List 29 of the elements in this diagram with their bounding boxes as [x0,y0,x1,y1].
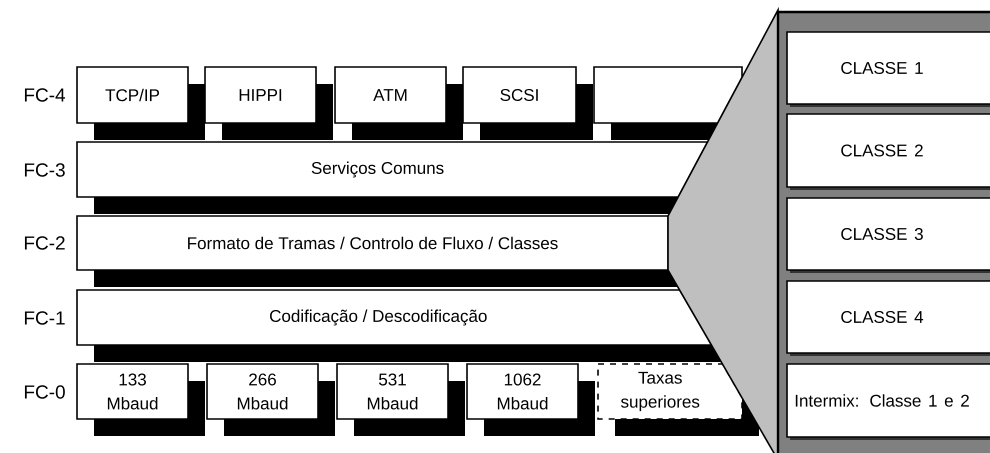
class-box: CLASSE 3 [786,197,990,273]
node-label: 133 Mbaud [108,373,158,410]
rate-box: 133 Mbaud [76,363,205,436]
layer-label: FC-4 [24,88,66,102]
protocol-box [593,66,743,140]
class-box: Intermix: Classe 1 e 2 [786,363,990,440]
node-label: 531 Mbaud [368,373,418,410]
node-label: 266 Mbaud [238,373,288,410]
rate-box: 1062 Mbaud [466,363,595,436]
node-label: ATM [373,89,406,101]
node-label: 1062 Mbaud [498,373,548,410]
rate-box: 531 Mbaud [336,363,465,436]
class-box: CLASSE 2 [786,113,990,190]
class-box: CLASSE 4 [786,280,990,356]
protocol-box: ATM [334,66,463,140]
layer-label: FC-2 [24,236,65,250]
layer-label: FC-3 [24,163,65,177]
layer-label: FC-1 [24,311,65,325]
protocol-box: HIPPI [204,66,333,140]
node-label: SCSI [500,88,538,101]
layer-box: Formato de Tramas / Controlo de Fluxo / Classes [76,215,678,287]
layer-box: Codificação / Descodificação [76,289,722,362]
layer-label: FC-0 [24,385,65,399]
protocol-box: TCP/IP [76,66,205,140]
protocol-box: SCSI [462,66,593,140]
class-box: CLASSE 1 [786,31,990,107]
layer-box: Serviços Comuns [76,141,709,214]
rate-box: 266 Mbaud [206,363,335,436]
node-label: HIPPI [240,89,282,101]
